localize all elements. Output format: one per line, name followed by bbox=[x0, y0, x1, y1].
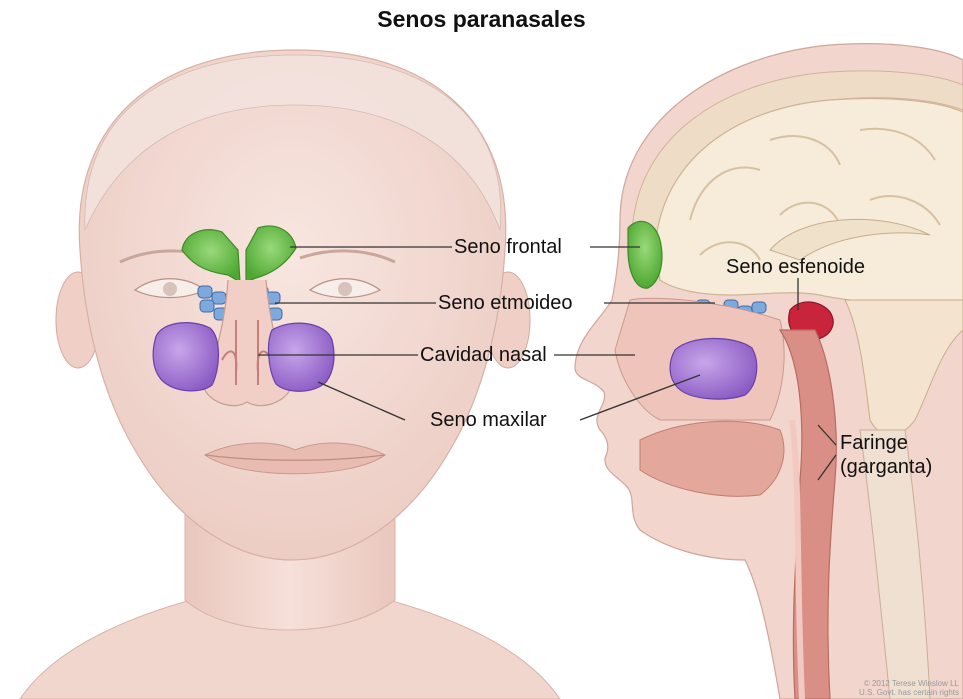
right-iris bbox=[338, 282, 352, 296]
label-faringe: Faringe bbox=[840, 432, 908, 454]
label-garganta: (garganta) bbox=[840, 456, 932, 478]
front-view-head bbox=[20, 50, 560, 699]
side-view-head bbox=[575, 44, 963, 699]
frontal-sinus-side bbox=[628, 221, 662, 288]
label-seno-esfenoide: Seno esfenoide bbox=[726, 256, 865, 278]
maxillary-sinus-side bbox=[670, 338, 757, 399]
copyright-credit: © 2012 Terese Winslow LL U.S. Govt. has … bbox=[859, 679, 959, 697]
maxillary-sinus-front-left bbox=[153, 323, 218, 391]
label-seno-frontal: Seno frontal bbox=[454, 236, 562, 258]
credit-line-2: U.S. Govt. has certain rights bbox=[859, 688, 959, 697]
left-iris bbox=[163, 282, 177, 296]
label-seno-maxilar: Seno maxilar bbox=[430, 409, 547, 431]
credit-line-1: © 2012 Terese Winslow LL bbox=[859, 679, 959, 688]
label-cavidad-nasal: Cavidad nasal bbox=[420, 344, 547, 366]
label-seno-etmoideo: Seno etmoideo bbox=[438, 292, 573, 314]
maxillary-sinus-front-right bbox=[269, 323, 334, 391]
diagram-title: Senos paranasales bbox=[0, 6, 963, 33]
